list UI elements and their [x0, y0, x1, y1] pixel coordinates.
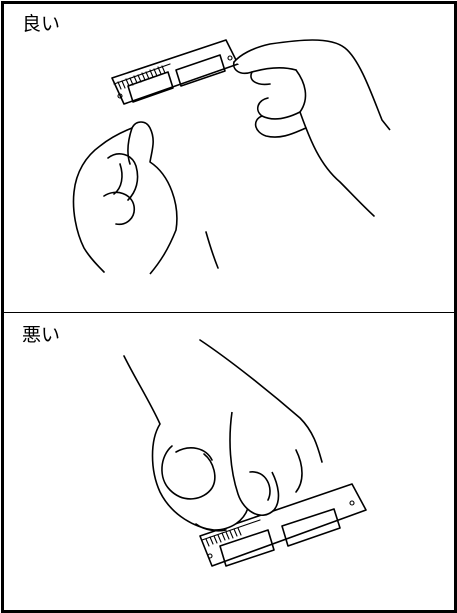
bad-handling-illustration — [123, 339, 367, 567]
good-handling-illustration — [72, 39, 391, 275]
memory-module-good — [111, 39, 239, 105]
panel-label-good: 良い — [22, 13, 61, 35]
panel-divider — [4, 312, 454, 313]
right-hand-good — [232, 39, 391, 217]
left-hand-good — [72, 121, 219, 275]
panel-label-bad: 悪い — [22, 324, 61, 346]
memory-module-bad — [199, 483, 367, 567]
hand-bad — [123, 339, 323, 532]
